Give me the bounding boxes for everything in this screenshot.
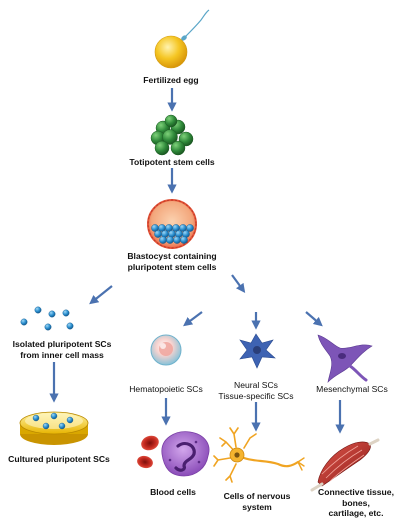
label-isolated-line1: Isolated pluripotent SCs: [12, 339, 112, 349]
neural-cell-illustration: [239, 333, 276, 369]
label-connective: Connective tissue, bones, cartilage, etc…: [306, 487, 406, 519]
fertilized-egg-illustration: [154, 9, 210, 69]
label-neural-line2: Tissue-specific SCs: [218, 390, 294, 401]
label-connective-line2: bones,: [342, 497, 370, 508]
label-blastocyst-line1: Blastocyst containing: [127, 251, 217, 261]
label-nervous-line2: system: [242, 501, 272, 512]
isolated-cells-illustration: [20, 306, 74, 331]
label-isolated: Isolated pluripotent SCs from inner cell…: [0, 339, 124, 360]
totipotent-cell-cluster: [150, 114, 194, 156]
blastocyst-illustration: [147, 199, 197, 249]
culture-dish-illustration: [19, 411, 89, 445]
neuron-illustration: [213, 427, 305, 483]
label-nervous-system: Cells of nervous system: [214, 491, 300, 512]
sperm-tail: [184, 9, 210, 38]
label-blood-cells: Blood cells: [150, 487, 196, 497]
label-cultured: Cultured pluripotent SCs: [8, 454, 110, 464]
label-connective-line1: Connective tissue,: [318, 487, 394, 497]
label-neural-line1: Neural SCs: [234, 380, 278, 390]
label-blastocyst: Blastocyst containing pluripotent stem c…: [111, 251, 233, 272]
egg-cell: [154, 35, 188, 69]
inner-cell-mass: [151, 224, 194, 244]
arrow-to-hematopoietic: [183, 311, 203, 327]
label-fertilized-egg: Fertilized egg: [143, 75, 199, 85]
label-nervous-line1: Cells of nervous: [223, 491, 291, 501]
sperm-head: [181, 35, 187, 41]
label-isolated-line2: from inner cell mass: [20, 349, 104, 360]
label-totipotent: Totipotent stem cells: [129, 157, 215, 167]
mesenchymal-cell-illustration: [317, 334, 373, 383]
label-connective-line3: cartilage, etc.: [328, 508, 384, 518]
label-hematopoietic: Hematopoietic SCs: [129, 384, 203, 394]
arrows: [49, 88, 345, 434]
arrow-to-mesenchymal: [305, 311, 323, 327]
label-neural: Neural SCs Tissue-specific SCs: [206, 380, 306, 401]
muscle-tissue-illustration: [310, 438, 380, 492]
arrow-blastocyst-to-neural: [231, 274, 246, 293]
blood-cells-illustration: [137, 431, 210, 477]
arrow-blastocyst-to-isolated: [89, 285, 113, 305]
label-blastocyst-line2: pluripotent stem cells: [127, 261, 217, 272]
label-mesenchymal: Mesenchymal SCs: [316, 384, 388, 394]
hematopoietic-cell-illustration: [150, 334, 182, 366]
